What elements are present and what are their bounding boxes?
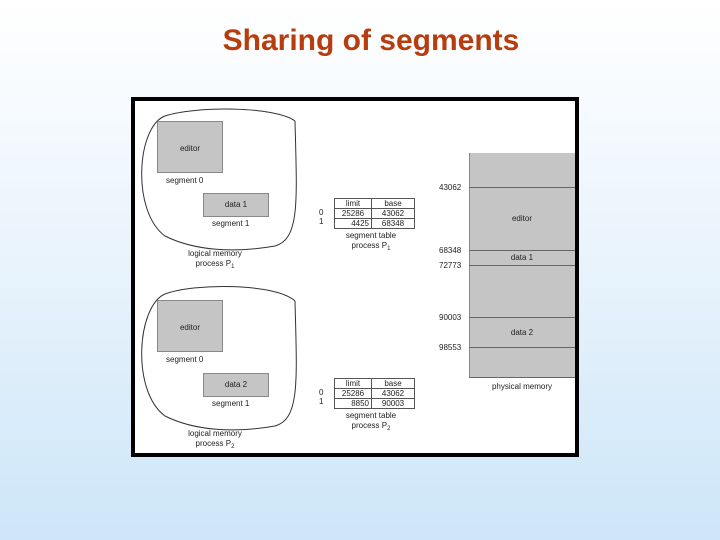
memory-boundary: [469, 187, 575, 188]
table-cell-limit: 25286: [334, 388, 372, 399]
table-cell-limit: 25286: [334, 208, 372, 219]
process1-data-label: data 1: [224, 200, 248, 209]
process1-table-caption: segment table process P1: [331, 231, 411, 254]
table-row: 25286 43062: [334, 388, 415, 399]
process2-table-process-subscript: 2: [387, 426, 391, 432]
table-header-limit: limit: [334, 198, 372, 209]
process1-row1-index: 1: [319, 217, 324, 226]
process1-process-text: process P: [195, 259, 232, 268]
process1-table-process-subscript: 1: [387, 246, 391, 252]
physical-editor-block-label: editor: [511, 214, 532, 223]
figure-frame: editor segment 0 data 1 segment 1 logica…: [131, 97, 579, 457]
process2-boundary: [141, 293, 297, 431]
process2-logical-memory-text: logical memory: [188, 429, 242, 438]
table-cell-base: 68348: [371, 218, 415, 229]
address-label: 43062: [439, 183, 462, 192]
table-row: 25286 43062: [334, 208, 415, 219]
memory-boundary: [469, 377, 575, 378]
table-header-row: limit base: [334, 378, 415, 389]
address-label: 68348: [439, 246, 462, 255]
process2-editor-label: editor: [179, 323, 200, 332]
memory-boundary: [469, 250, 575, 251]
memory-boundary: [469, 317, 575, 318]
address-label: 90003: [439, 313, 462, 322]
table-cell-base: 90003: [371, 398, 415, 409]
address-label: 72773: [439, 261, 462, 270]
process2-segment1-label: segment 1: [212, 399, 250, 408]
process2-segment0-label: segment 0: [166, 355, 204, 364]
process1-editor-label: editor: [179, 144, 200, 153]
table-header-limit: limit: [334, 378, 372, 389]
process1-table-process-text: process P: [351, 241, 388, 250]
table-row: 4425 68348: [334, 218, 415, 229]
logical-memory-outlines: [141, 108, 297, 431]
process2-table-caption: segment table process P2: [331, 411, 411, 434]
table-header-base: base: [371, 198, 415, 209]
process2-logical-memory-label: logical memory process P2: [165, 429, 265, 452]
process1-data-segment: data 1: [203, 193, 269, 217]
process2-data-segment: data 2: [203, 373, 269, 397]
process1-process-subscript: 1: [231, 264, 235, 270]
process2-top-arc: [164, 285, 296, 302]
memory-boundary: [469, 265, 575, 266]
process1-segment-table: limit base 25286 43062 4425 68348: [334, 198, 415, 229]
physical-memory-label: physical memory: [491, 382, 552, 391]
process2-editor-segment: editor: [157, 300, 223, 352]
process1-logical-memory-label: logical memory process P1: [165, 249, 265, 272]
process2-data-label: data 2: [224, 380, 248, 389]
address-label: 98553: [439, 343, 462, 352]
process1-row0-index: 0: [319, 208, 324, 217]
process1-segment0-label: segment 0: [166, 176, 204, 185]
process2-row0-index: 0: [319, 388, 324, 397]
slide-title: Sharing of segments: [222, 24, 520, 57]
table-cell-base: 43062: [371, 208, 415, 219]
process2-process-text: process P: [195, 439, 232, 448]
process1-logical-memory-text: logical memory: [188, 249, 242, 258]
physical-data2-block-label: data 2: [510, 328, 534, 337]
process1-segment1-label: segment 1: [212, 219, 250, 228]
process1-table-caption-text: segment table: [345, 231, 397, 240]
process1-boundary: [141, 115, 297, 251]
table-header-row: limit base: [334, 198, 415, 209]
process2-table-caption-text: segment table: [345, 411, 397, 420]
table-header-base: base: [371, 378, 415, 389]
physical-data1-block-label: data 1: [510, 253, 534, 262]
process2-process-subscript: 2: [231, 444, 235, 450]
table-cell-base: 43062: [371, 388, 415, 399]
process2-table-process-text: process P: [351, 421, 388, 430]
segmentation-diagram: editor segment 0 data 1 segment 1 logica…: [135, 101, 575, 453]
process2-row1-index: 1: [319, 397, 324, 406]
table-row: 8850 90003: [334, 398, 415, 409]
table-cell-limit: 8850: [334, 398, 372, 409]
process1-top-arc: [164, 108, 296, 122]
process1-editor-segment: editor: [157, 121, 223, 173]
process2-segment-table: limit base 25286 43062 8850 90003: [334, 378, 415, 409]
memory-boundary: [469, 347, 575, 348]
table-cell-limit: 4425: [334, 218, 372, 229]
